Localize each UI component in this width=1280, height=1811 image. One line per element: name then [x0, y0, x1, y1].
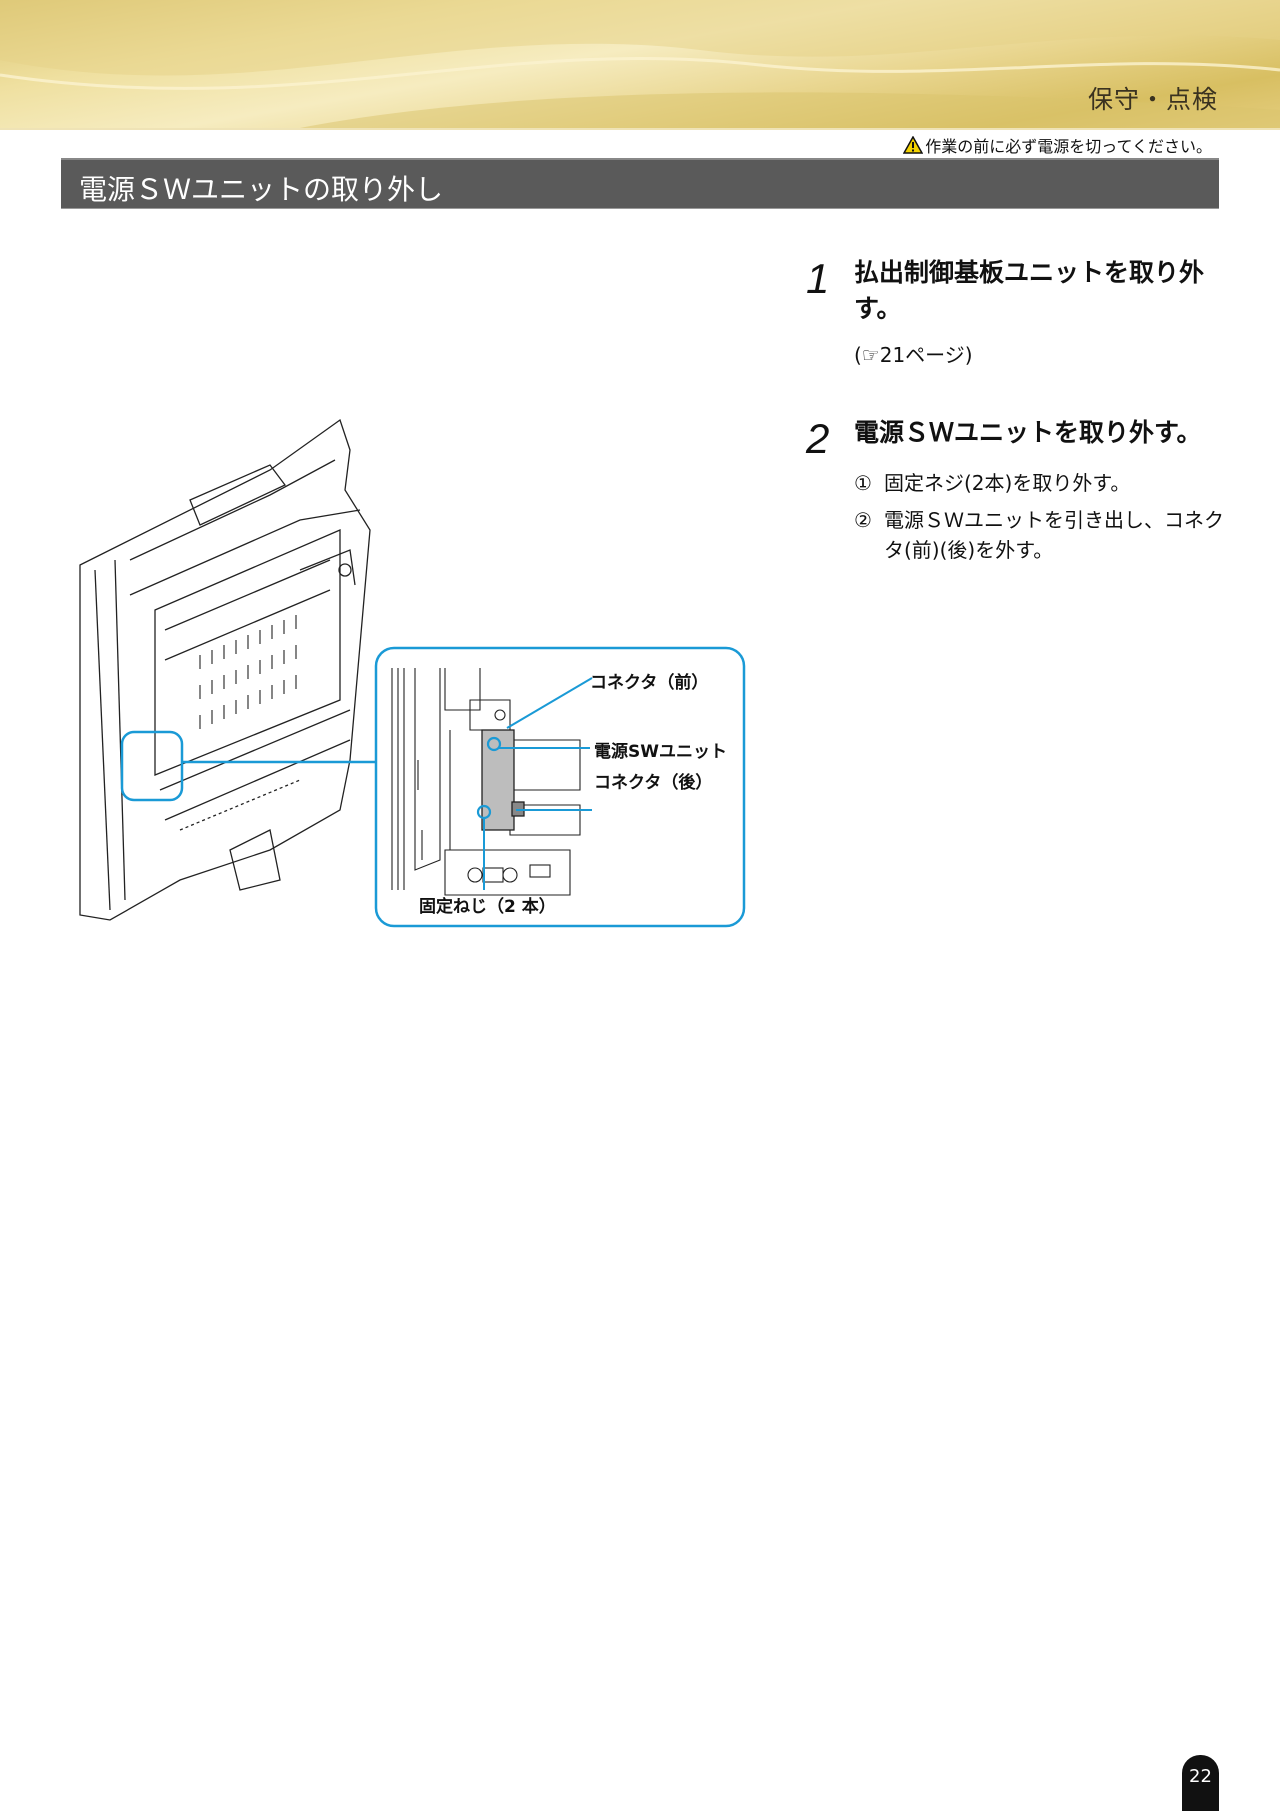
substep-text: 固定ネジ(2本)を取り外す。 — [884, 471, 1131, 495]
header-wave-decoration — [0, 0, 1280, 128]
step-number: 2 — [806, 415, 830, 462]
substep: ② 電源ＳＷユニットを引き出し、コネクタ(前)(後)を外す。 — [854, 505, 1234, 565]
substep-text: 電源ＳＷユニットを引き出し、コネクタ(前)(後)を外す。 — [884, 508, 1224, 562]
substep-marker: ② — [854, 508, 872, 532]
warning-text: 作業の前に必ず電源を切ってください。 — [925, 137, 1212, 156]
callout-connector-front: コネクタ（前） — [590, 673, 709, 693]
warning-triangle-icon — [903, 136, 924, 154]
step-number: 1 — [806, 255, 830, 302]
power-off-warning: 作業の前に必ず電源を切ってください。 — [903, 133, 1212, 157]
step-heading: 電源ＳＷユニットを取り外す。 — [854, 418, 1202, 447]
chapter-title: 保守・点検 — [1087, 85, 1218, 114]
callout-sw-unit: 電源SWユニット — [594, 742, 727, 762]
page-reference-link[interactable]: (☞21ページ) — [854, 343, 973, 367]
page-number: 22 — [1182, 1755, 1219, 1811]
substep-marker: ① — [854, 471, 872, 495]
step-heading: 払出制御基板ユニットを取り外す。 — [854, 258, 1205, 323]
substep: ① 固定ネジ(2本)を取り外す。 — [854, 468, 1234, 498]
callout-fixing-screws: 固定ねじ（2 本） — [419, 897, 556, 917]
machine-drawing — [79, 418, 746, 928]
section-title: 電源ＳＷユニットの取り外し — [79, 173, 444, 206]
section-header: 電源ＳＷユニットの取り外し — [61, 158, 1219, 209]
callout-connector-rear: コネクタ（後） — [594, 773, 713, 793]
page-header: 保守・点検 — [0, 0, 1280, 130]
sw-unit-illustration: コネクタ（前） 電源SWユニット コネクタ（後） 固定ねじ（2 本） — [70, 410, 760, 935]
